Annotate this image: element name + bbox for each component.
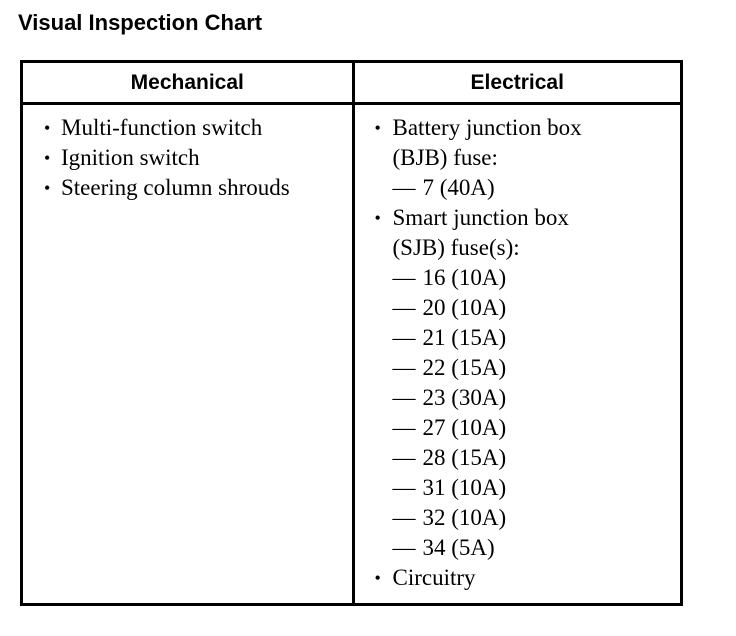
em-dash-marker: — xyxy=(392,295,416,320)
em-dash-marker: — xyxy=(392,325,416,350)
list-item-label: Ignition switch xyxy=(61,145,200,170)
list-item: • Circuitry xyxy=(363,563,681,593)
list-item-label: 28 (15A) xyxy=(422,445,507,470)
table-header: Mechanical Electrical xyxy=(23,63,680,105)
bullet-icon: • xyxy=(44,178,51,198)
em-dash-marker: — xyxy=(392,535,416,560)
table-body: • Multi-function switch • Ignition switch • S… xyxy=(23,103,680,604)
electrical-item-list: •Battery junction box(BJB) fuse:—7 (40A)… xyxy=(355,105,681,603)
list-item-label: 27 (10A) xyxy=(422,415,507,440)
fuse-list-item: —34 (5A) xyxy=(363,533,681,563)
fuse-list-item: —27 (10A) xyxy=(363,413,681,443)
list-item: • Ignition switch xyxy=(33,143,352,173)
fuse-list-item: —23 (30A) xyxy=(363,383,681,413)
bullet-icon: • xyxy=(374,208,381,228)
table-header-row: Mechanical Electrical xyxy=(23,63,680,105)
list-item-label: 22 (15A) xyxy=(422,355,507,380)
list-item-label: 20 (10A) xyxy=(422,295,507,320)
list-item-label: Battery junction box xyxy=(392,115,582,140)
list-item: • Steering column shrouds xyxy=(33,173,352,203)
em-dash-marker: — xyxy=(392,355,416,380)
list-item: • Smart junction box xyxy=(363,203,681,233)
inspection-table: Mechanical Electrical • Multi-function sw… xyxy=(23,63,680,603)
list-item: • Multi-function switch xyxy=(33,113,352,143)
fuse-list-item: —28 (15A) xyxy=(363,443,681,473)
visual-inspection-table: Mechanical Electrical • Multi-function sw… xyxy=(20,60,683,606)
bullet-icon: • xyxy=(374,568,381,588)
cell-mechanical: • Multi-function switch • Ignition switch • S… xyxy=(23,103,355,603)
list-item-continuation: (BJB) fuse: xyxy=(363,143,681,173)
list-item-label: (SJB) fuse(s): xyxy=(392,235,520,260)
list-item-label: (BJB) fuse: xyxy=(392,145,498,170)
list-item-label: Multi-function switch xyxy=(61,115,263,140)
list-item-continuation: (SJB) fuse(s): xyxy=(363,233,681,263)
em-dash-marker: — xyxy=(392,385,416,410)
list-item-label: 16 (10A) xyxy=(422,265,507,290)
column-header-electrical: Electrical xyxy=(353,63,680,105)
list-item-label: 31 (10A) xyxy=(422,475,507,500)
fuse-list-item: —31 (10A) xyxy=(363,473,681,503)
em-dash-marker: — xyxy=(392,175,416,200)
list-item-label: Circuitry xyxy=(392,565,476,590)
em-dash-marker: — xyxy=(392,505,416,530)
bullet-icon: • xyxy=(374,118,381,138)
list-item-label: 7 (40A) xyxy=(422,175,495,200)
em-dash-marker: — xyxy=(392,415,416,440)
list-item-label: Smart junction box xyxy=(392,205,569,230)
list-item-label: Steering column shrouds xyxy=(61,175,290,200)
list-item-label: 34 (5A) xyxy=(422,535,495,560)
fuse-list-item: —7 (40A) xyxy=(363,173,681,203)
table-row: • Multi-function switch • Ignition switch • S… xyxy=(23,103,680,604)
em-dash-marker: — xyxy=(392,475,416,500)
em-dash-marker: — xyxy=(392,445,416,470)
fuse-list-item: —16 (10A) xyxy=(363,263,681,293)
bullet-icon: • xyxy=(44,148,51,168)
list-item-label: 23 (30A) xyxy=(422,385,507,410)
em-dash-marker: — xyxy=(392,265,416,290)
cell-electrical: •Battery junction box(BJB) fuse:—7 (40A)… xyxy=(353,104,680,604)
fuse-list-item: —20 (10A) xyxy=(363,293,681,323)
bullet-icon: • xyxy=(44,118,51,138)
list-item: • Battery junction box xyxy=(363,113,681,143)
mechanical-item-list: • Multi-function switch • Ignition switch • S… xyxy=(23,105,352,213)
list-item-label: 32 (10A) xyxy=(422,505,507,530)
list-item-label: 21 (15A) xyxy=(422,325,507,350)
page-title: Visual Inspection Chart xyxy=(18,10,263,35)
fuse-list-item: —32 (10A) xyxy=(363,503,681,533)
fuse-list-item: —22 (15A) xyxy=(363,353,681,383)
fuse-list-item: —21 (15A) xyxy=(363,323,681,353)
column-header-mechanical: Mechanical xyxy=(23,63,355,105)
